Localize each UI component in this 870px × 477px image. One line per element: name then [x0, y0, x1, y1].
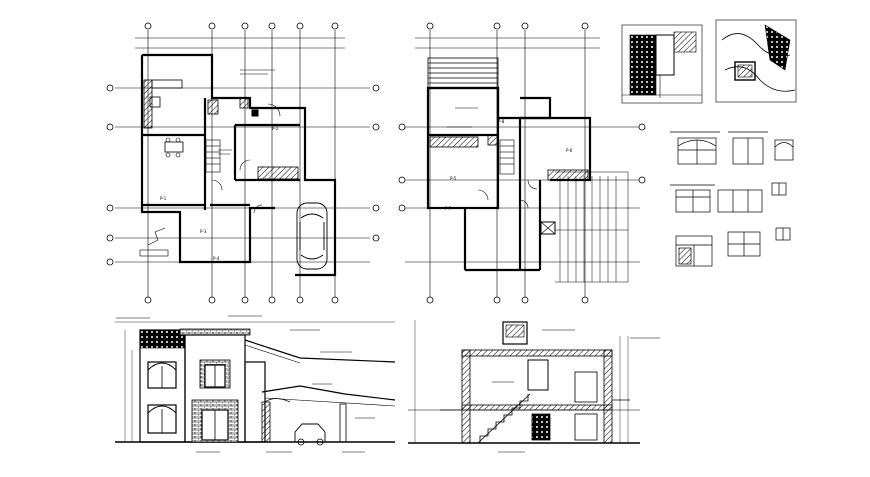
ground-floor-plan: P-1 P-2 P-3 P-4	[106, 22, 380, 304]
front-elevation	[115, 315, 396, 453]
upper-room-label-1: P-5	[450, 176, 457, 181]
ground-room-label-4: P-4	[213, 256, 220, 261]
upper-room-label-2: P-6	[566, 148, 573, 153]
ground-room-label-1: P-1	[160, 196, 167, 201]
upper-room-label-3: P-7	[445, 206, 452, 211]
upper-floor-plan: P-5 P-6 P-7 P-8	[398, 22, 646, 304]
site-details	[621, 19, 797, 104]
window-details	[670, 131, 794, 267]
upper-room-label-4: P-8	[498, 119, 505, 124]
ground-room-label-2: P-2	[272, 126, 279, 131]
ground-room-label-3: P-3	[200, 229, 207, 234]
building-section	[408, 320, 660, 453]
